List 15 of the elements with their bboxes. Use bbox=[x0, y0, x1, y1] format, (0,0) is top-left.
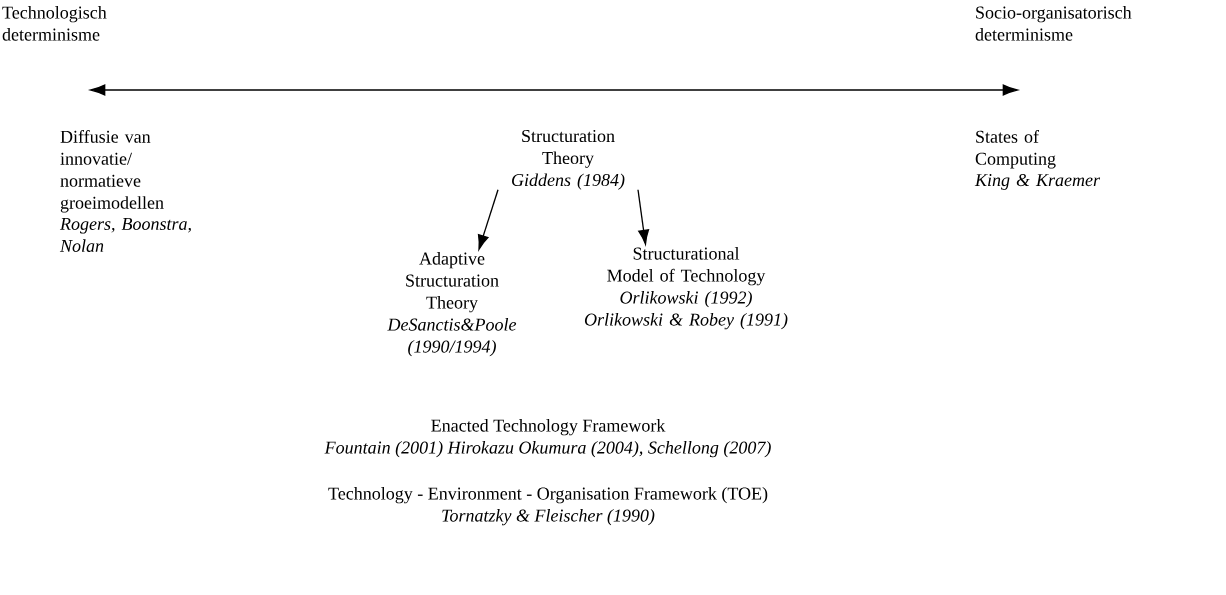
label-text: King & Kraemer bbox=[974, 174, 1101, 190]
theory-text: Adaptive Structuration Theory DeSanctis&Poole (1990/1994) bbox=[387, 252, 517, 357]
label-text: Diffusie van innovatie/ normatieve groeimodellen bbox=[60, 130, 164, 213]
label-text: Socio-organisatorisch determinisme bbox=[975, 6, 1132, 41]
arrow bbox=[477, 189, 499, 250]
label-text: Technology - Environment - Organisation Framework (TOE) bbox=[328, 487, 768, 504]
label-text: Tornatzky & Fleischer (1990) bbox=[442, 509, 655, 526]
theory-text: Structuration Theory Giddens (1984) bbox=[512, 130, 625, 190]
label-text: Technologisch determinisme bbox=[2, 6, 107, 41]
arrow bbox=[637, 189, 650, 245]
theory-text: Structurational Model of Technology Orlikowski (1992) Orlikowski & Robey (1991) bbox=[584, 247, 788, 330]
label-text: Rogers, Boonstra, Nolan bbox=[59, 218, 191, 252]
label-text: Fountain (2001) Hirokazu Okumura (2004), Schellong (2007) bbox=[324, 441, 771, 458]
label-text: States of Computing bbox=[975, 130, 1056, 169]
label-text: Enacted Technology Framework bbox=[431, 419, 666, 436]
